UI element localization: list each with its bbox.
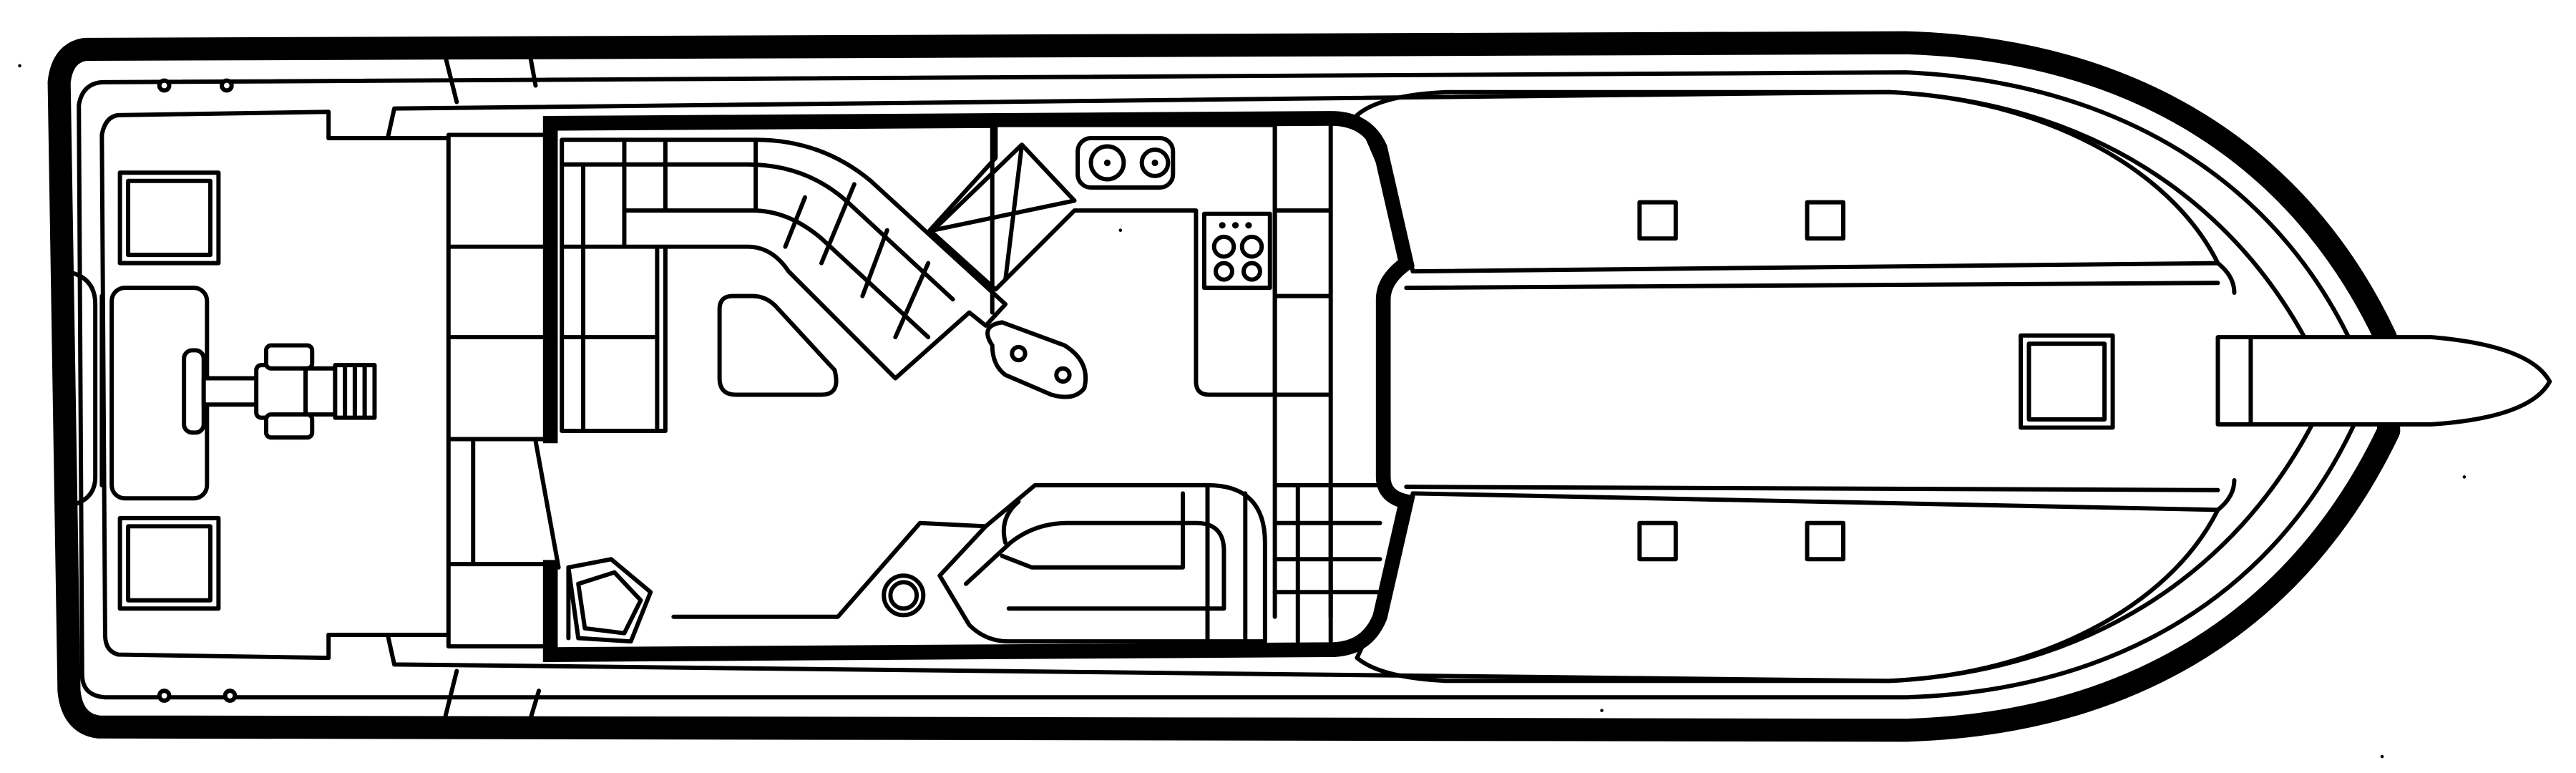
helm-control	[1054, 366, 1072, 384]
hatch-inner	[126, 524, 213, 603]
deck-hatch-small	[1637, 520, 1678, 562]
settee-seat	[1000, 491, 1186, 570]
bow-pulpit	[2215, 335, 2552, 427]
cleat-dot	[223, 689, 238, 703]
step-block-lower	[446, 562, 550, 649]
foredeck	[1355, 89, 2552, 684]
pedestal-table-inner	[888, 580, 919, 611]
hatch-frame	[117, 170, 221, 266]
cockpit-hatch-upper	[117, 170, 221, 266]
chair-backrest-ribs	[333, 363, 377, 420]
stove-burner	[1241, 261, 1262, 282]
deck-hatch-small	[1805, 200, 1846, 241]
galley-triangle	[931, 142, 1077, 282]
deck-hatch-small	[1805, 520, 1846, 562]
rail-stanchion-top	[441, 47, 538, 104]
transom	[63, 269, 98, 509]
settee-cushion-seams	[560, 137, 931, 434]
chair-back	[303, 366, 338, 417]
settee-inner	[964, 520, 1226, 611]
cabin-top-panel-upper	[1355, 89, 2220, 274]
stove-burner	[1211, 234, 1236, 259]
cabin-top-panel-lower	[1355, 491, 2220, 684]
hatch-frame	[117, 515, 221, 611]
hull-inner-line-2	[99, 89, 2317, 684]
galley	[927, 122, 1277, 397]
cockpit	[63, 47, 542, 726]
hull-inner-gunwale	[77, 70, 2357, 700]
hatch-inner	[126, 178, 213, 258]
rail-stanchion-bottom	[441, 669, 542, 726]
chair-footrest	[182, 348, 206, 435]
cleat-dot	[219, 78, 234, 93]
step-block-upper	[446, 132, 550, 442]
salon-door	[533, 438, 561, 570]
foredeck-center-panel	[1404, 281, 2220, 492]
deck-hatch-large	[2018, 333, 2115, 430]
deck-hatch-small	[1637, 200, 1678, 241]
chair-arm-top	[263, 343, 315, 371]
fighting-chair	[109, 286, 377, 501]
salon-sole-divider	[581, 244, 668, 434]
coffee-table	[717, 293, 839, 397]
helm-control	[1010, 344, 1028, 363]
stove-burner	[1213, 261, 1234, 282]
companionway-steps	[1272, 122, 1382, 644]
aft-deck-steps	[446, 132, 550, 649]
l-shaped-settee	[560, 137, 1008, 434]
salon-sole-outline	[671, 520, 988, 619]
stove-burner	[1239, 234, 1264, 259]
cleat-dot	[157, 78, 172, 93]
side-chair	[566, 557, 653, 644]
chair-arm-bottom	[263, 412, 315, 440]
chair-seat	[254, 363, 308, 420]
u-shaped-settee	[937, 482, 1267, 644]
chair-stem	[201, 376, 265, 407]
cockpit-hatch-lower	[117, 515, 221, 611]
cleat-dot	[157, 689, 172, 703]
